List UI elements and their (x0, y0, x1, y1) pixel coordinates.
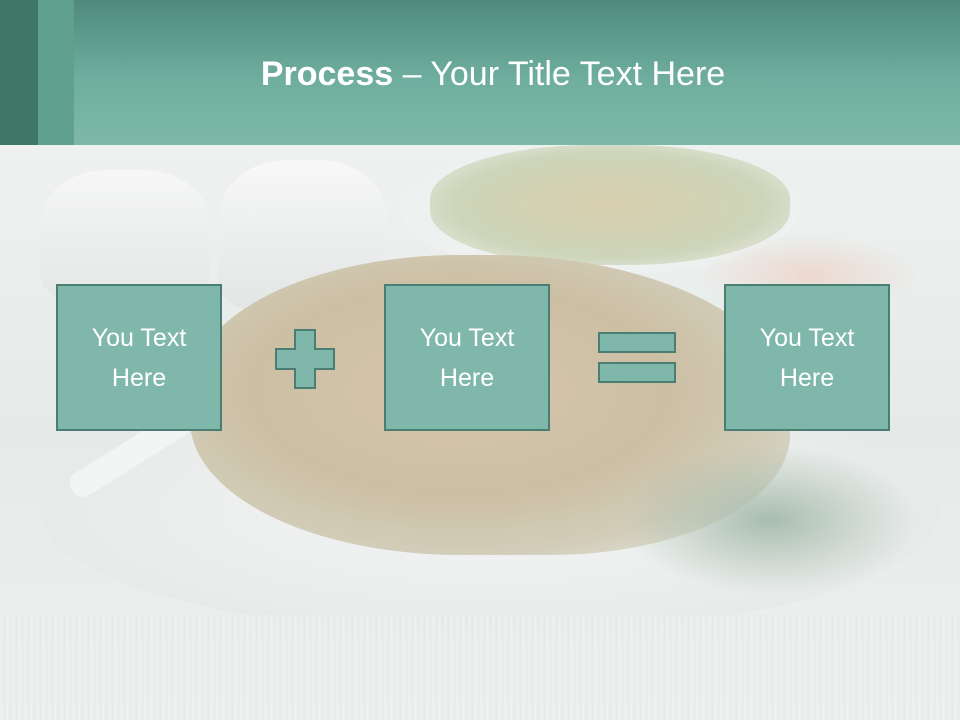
title-bar: Process – Your Title Text Here (0, 0, 960, 145)
parsley-garnish (620, 445, 920, 595)
tablecloth (0, 615, 960, 720)
background-food-photo (0, 145, 960, 720)
process-box-2[interactable]: You Text Here (384, 284, 550, 431)
plus-icon (275, 329, 335, 389)
process-box-3[interactable]: You Text Here (724, 284, 890, 431)
slide-title[interactable]: Process – Your Title Text Here (0, 52, 960, 96)
slide-title-rest: – Your Title Text Here (393, 55, 726, 93)
equals-icon (598, 332, 676, 383)
process-box-1[interactable]: You Text Here (56, 284, 222, 431)
process-box-2-text: You Text Here (419, 323, 515, 392)
sugar-bowl (40, 170, 210, 300)
header-accent-mid (38, 0, 74, 145)
header-accent-dark (0, 0, 38, 145)
back-food (430, 145, 790, 265)
slide-title-bold: Process (260, 55, 394, 93)
process-box-1-text: You Text Here (91, 323, 187, 392)
process-box-3-text: You Text Here (759, 323, 855, 392)
